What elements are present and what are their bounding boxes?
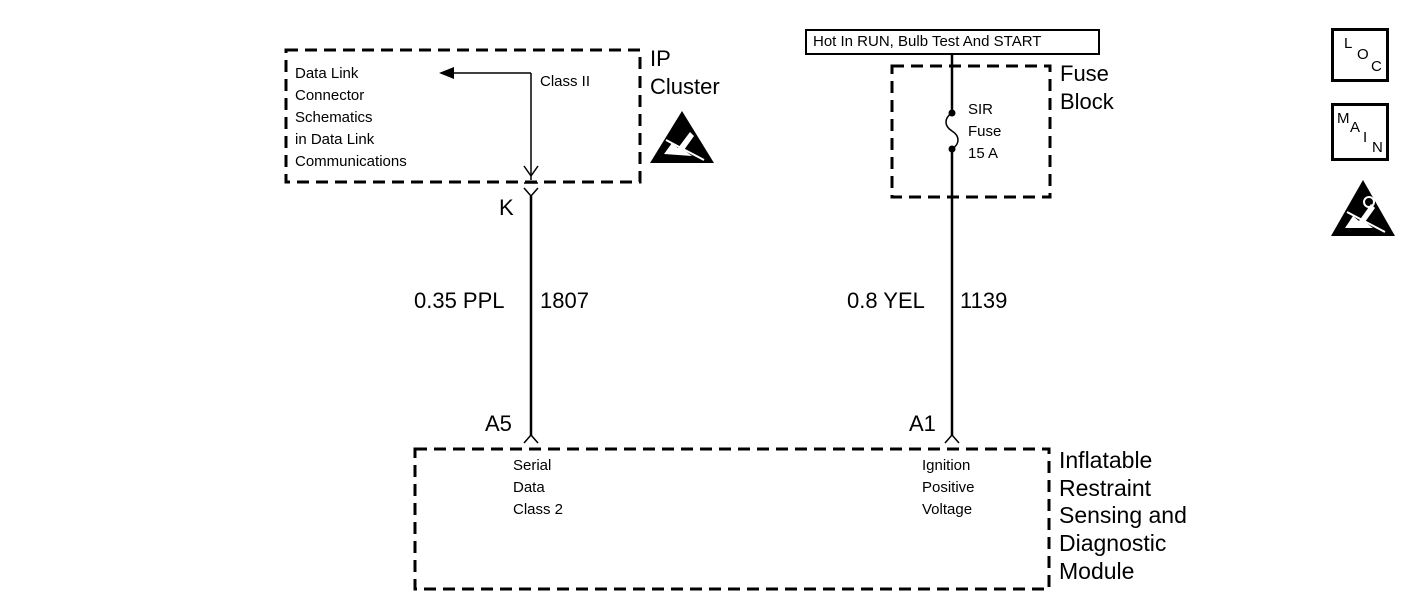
esd-warning-icon: [1331, 180, 1395, 236]
fuse-block-title-2: Block: [1060, 89, 1114, 114]
arrow-down-icon: [523, 165, 539, 178]
fuse-block-title-1: Fuse: [1060, 61, 1109, 86]
power-label: Hot In RUN, Bulb Test And START: [813, 33, 1042, 50]
module-title-3: Sensing and: [1059, 502, 1187, 528]
main-letter-n: N: [1372, 139, 1383, 156]
pin-a5-label: A5: [485, 411, 512, 436]
main-letter-m: M: [1337, 110, 1350, 127]
ignition-label-2: Positive: [922, 479, 975, 496]
arrow-left-icon: [439, 67, 454, 79]
data-link-ref-2[interactable]: Connector: [295, 87, 365, 104]
connector-k-chevron: [523, 187, 539, 198]
esd-warning-button[interactable]: [1329, 178, 1397, 238]
fuse-block-box: [890, 64, 1052, 199]
loc-letter-c: C: [1371, 58, 1382, 75]
main-button[interactable]: M A I N: [1331, 103, 1389, 161]
loc-letter-o: O: [1357, 46, 1369, 63]
wire-1139-gauge-color: 0.8 YEL: [847, 288, 925, 313]
wire-1807-circuit: 1807: [540, 288, 589, 313]
module-title-1: Inflatable: [1059, 447, 1153, 473]
wire-1139-circuit: 1139: [960, 288, 1008, 313]
connector-a5-chevron: [523, 433, 539, 444]
module-title-2: Restraint: [1059, 475, 1152, 501]
fuse-label-2: Fuse: [968, 123, 1002, 140]
connector-a1-chevron: [944, 433, 960, 444]
module-title-4: Diagnostic: [1059, 530, 1167, 556]
pin-a1-label: A1: [909, 411, 936, 436]
ignition-label-1: Ignition: [922, 457, 971, 474]
class-ii-label: Class II: [540, 73, 591, 90]
wire-1807-gauge-color: 0.35 PPL: [414, 288, 505, 313]
data-link-ref-4[interactable]: in Data Link: [295, 131, 375, 148]
module-box: [413, 447, 1051, 591]
fuse-icon: [945, 112, 959, 150]
ignition-label-3: Voltage: [922, 501, 973, 518]
serial-data-label-1: Serial: [513, 457, 552, 474]
fuse-label-1: SIR: [968, 101, 994, 118]
serial-data-label-3: Class 2: [513, 501, 564, 518]
connector-k-label: K: [499, 195, 514, 220]
ip-cluster-title-1: IP: [650, 46, 671, 71]
serial-data-label-2: Data: [513, 479, 545, 496]
power-label-box: [805, 29, 1100, 55]
loc-button[interactable]: L O C: [1331, 28, 1389, 82]
main-letter-a: A: [1350, 119, 1361, 136]
loc-letter-l: L: [1344, 35, 1353, 52]
main-letter-i: I: [1363, 129, 1368, 146]
esd-sensitive-icon: [650, 111, 714, 163]
fuse-label-3: 15 A: [968, 145, 999, 162]
ip-cluster-title-2: Cluster: [650, 74, 720, 99]
data-link-ref-5[interactable]: Communications: [295, 153, 407, 170]
data-link-ref-1[interactable]: Data Link: [295, 65, 359, 82]
data-link-ref-3[interactable]: Schematics: [295, 109, 373, 126]
ip-cluster-box: [284, 48, 642, 184]
module-title-5: Module: [1059, 558, 1135, 584]
